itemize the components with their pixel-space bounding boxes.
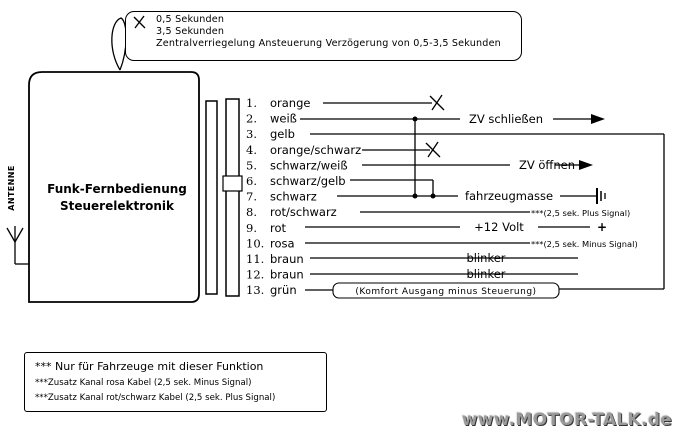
wire-lines <box>300 102 665 291</box>
wire-number: 6. <box>246 174 257 188</box>
wire-label: orange <box>270 96 310 110</box>
wire-number: 8. <box>246 205 257 219</box>
wire-label: orange/schwarz <box>270 143 361 157</box>
plus-signal-note: ***(2,5 sek. Plus Signal) <box>531 208 630 218</box>
wire-label: weiß <box>270 112 297 126</box>
blinker-label-2: blinker <box>466 267 505 281</box>
wire-labels: 1. orange 2. weiß 3. gelb 4. orange/schwarz 5. sc… <box>246 96 361 297</box>
plus-symbol: + <box>597 220 607 234</box>
footnote-line-3: ***Zusatz Kanal rot/schwarz Kabel (2,5 s… <box>35 393 276 403</box>
ground-label: fahrzeugmasse <box>465 189 553 203</box>
timing-callout: 0,5 Sekunden 3,5 Sekunden Zentralverrieg… <box>125 11 522 61</box>
minus-signal-note: ***(2,5 sek. Minus Signal) <box>531 239 638 249</box>
cut-mark-icon <box>425 141 441 158</box>
wire-label: rot <box>270 221 287 235</box>
wire-number: 12. <box>246 268 264 282</box>
module-title-line1: Funk-Fernbedienung <box>47 182 187 196</box>
comfort-label: (Komfort Ausgang minus Steuerung) <box>355 287 536 297</box>
plus12-label: +12 Volt <box>474 220 524 234</box>
wire-number: 13. <box>246 283 264 297</box>
callout-line-2: 3,5 Sekunden <box>156 26 225 37</box>
blinker-label-1: blinker <box>466 251 505 265</box>
wire-number: 3. <box>246 127 257 141</box>
wire-label: braun <box>270 252 304 266</box>
junction-dot <box>412 116 418 122</box>
wire-label: schwarz <box>270 190 317 204</box>
ground-icon <box>596 188 606 204</box>
wire-label: rosa <box>270 236 295 250</box>
wire-label: grün <box>270 283 297 297</box>
wire-number: 10. <box>246 236 264 250</box>
cut-mark-icon <box>429 94 445 111</box>
module-title-line2: Steuerelektronik <box>60 199 175 213</box>
arrow-right-icon <box>579 160 593 170</box>
wire-number: 2. <box>246 112 257 126</box>
antenna-label: ANTENNE <box>7 165 16 210</box>
comfort-box <box>332 282 560 299</box>
zv-close-label: ZV schließen <box>469 112 543 126</box>
callout-line-1: 0,5 Sekunden <box>156 14 225 25</box>
wire-number: 5. <box>246 158 257 172</box>
wire-number: 7. <box>246 190 257 204</box>
footnote-box: *** Nur für Fahrzeuge mit dieser Funktio… <box>24 352 327 412</box>
arrow-right-icon <box>591 114 605 124</box>
wire-number: 1. <box>246 96 257 110</box>
connector-latch <box>222 175 243 192</box>
wire-label: rot/schwarz <box>270 205 337 219</box>
footnote-line-2: ***Zusatz Kanal rosa Kabel (2,5 sek. Min… <box>35 378 252 388</box>
junction-dot <box>412 193 418 199</box>
wire-label: schwarz/weiß <box>270 158 348 172</box>
connector-socket <box>225 98 240 297</box>
antenna-cable <box>111 17 127 71</box>
wire-label: schwarz/gelb <box>270 174 346 188</box>
zv-open-label: ZV öffnen <box>519 158 575 172</box>
callout-line-3: Zentralverriegelung Ansteuerung Verzöger… <box>156 38 501 49</box>
wire-label: braun <box>270 268 304 282</box>
connector-plug <box>205 100 218 295</box>
antenna-icon <box>6 226 29 265</box>
wire-number: 9. <box>246 221 257 235</box>
wire-number: 11. <box>246 252 264 266</box>
footnote-line-1: *** Nur für Fahrzeuge mit dieser Funktio… <box>35 360 264 373</box>
watermark: www.MOTOR-TALK.de <box>461 410 672 430</box>
wire-number: 4. <box>246 143 257 157</box>
wire-label: gelb <box>270 127 295 141</box>
control-unit-box <box>28 71 200 303</box>
junction-dot <box>430 193 436 199</box>
cut-mark-icon <box>133 15 146 29</box>
